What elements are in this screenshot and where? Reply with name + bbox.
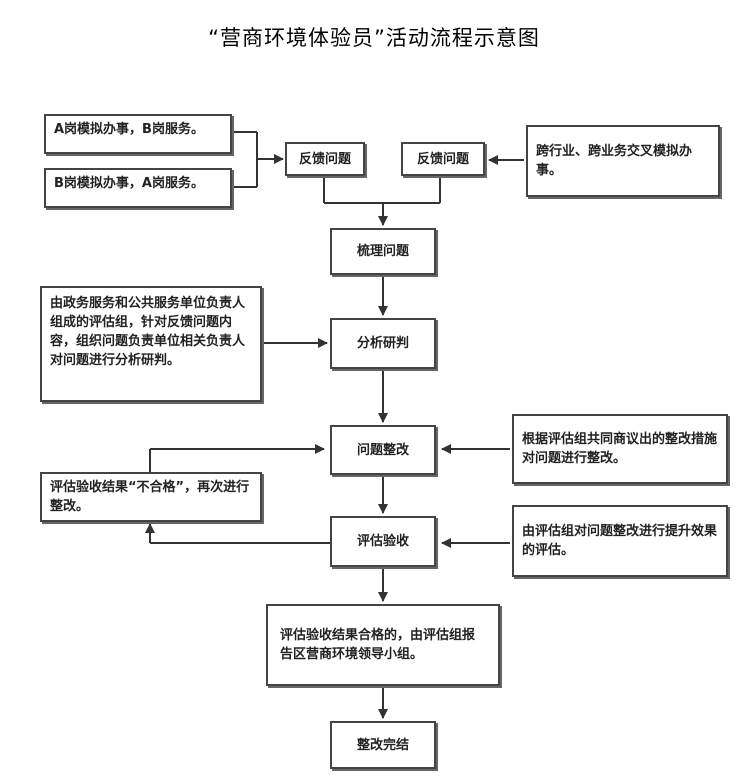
diagram-title: “营商环境体验员”活动流程示意图 (208, 26, 540, 50)
feedback-right-box: 反馈问题 (401, 142, 485, 176)
role-ba-box: B岗模拟办事，A岗服务。 (44, 168, 232, 208)
role-ba-text: B岗模拟办事，A岗服务。 (54, 176, 204, 191)
feedback-left-text: 反馈问题 (298, 151, 351, 167)
eval-group-box: 由政务服务和公共服务单位负责人组成的评估组，针对反馈问题内容，组织问题负责单位相… (40, 286, 262, 402)
done-text: 整改完结 (356, 737, 409, 753)
sort-text: 梳理问题 (356, 244, 409, 259)
role-ab-box: A岗模拟办事，B岗服务。 (44, 114, 232, 154)
fail-text: 评估验收结果“不合格”，再次进行整改。 (50, 480, 250, 514)
rectify-box: 问题整改 (330, 425, 436, 475)
accept-box: 评估验收 (330, 516, 436, 567)
rectify-basis-text: 根据评估组共同商议出的整改措施对问题进行整改。 (522, 432, 718, 466)
analyze-box: 分析研判 (330, 318, 436, 369)
role-ab-text: A岗模拟办事，B岗服务。 (54, 122, 204, 137)
analyze-text: 分析研判 (356, 336, 409, 351)
accept-text: 评估验收 (356, 534, 409, 549)
done-box: 整改完结 (330, 721, 436, 769)
accept-basis-text: 由评估组对问题整改进行提升效果的评估。 (522, 524, 718, 558)
accept-basis-box: 由评估组对问题整改进行提升效果的评估。 (512, 505, 728, 577)
pass-box: 评估验收结果合格的，由评估组报告区营商环境领导小组。 (266, 604, 500, 686)
rectify-basis-box: 根据评估组共同商议出的整改措施对问题进行整改。 (512, 414, 728, 484)
feedback-right-text: 反馈问题 (416, 151, 469, 167)
rectify-text: 问题整改 (356, 442, 409, 458)
cross-business-text: 跨行业、跨业务交叉模拟办事。 (536, 144, 693, 178)
cross-business-box: 跨行业、跨业务交叉模拟办事。 (526, 125, 720, 197)
pass-text: 评估验收结果合格的，由评估组报告区营商环境领导小组。 (280, 628, 476, 662)
fail-box: 评估验收结果“不合格”，再次进行整改。 (40, 472, 262, 522)
eval-group-text: 由政务服务和公共服务单位负责人组成的评估组，针对反馈问题内容，组织问题负责单位相… (50, 296, 246, 368)
feedback-left-box: 反馈问题 (285, 142, 365, 176)
sort-box: 梳理问题 (330, 228, 436, 275)
